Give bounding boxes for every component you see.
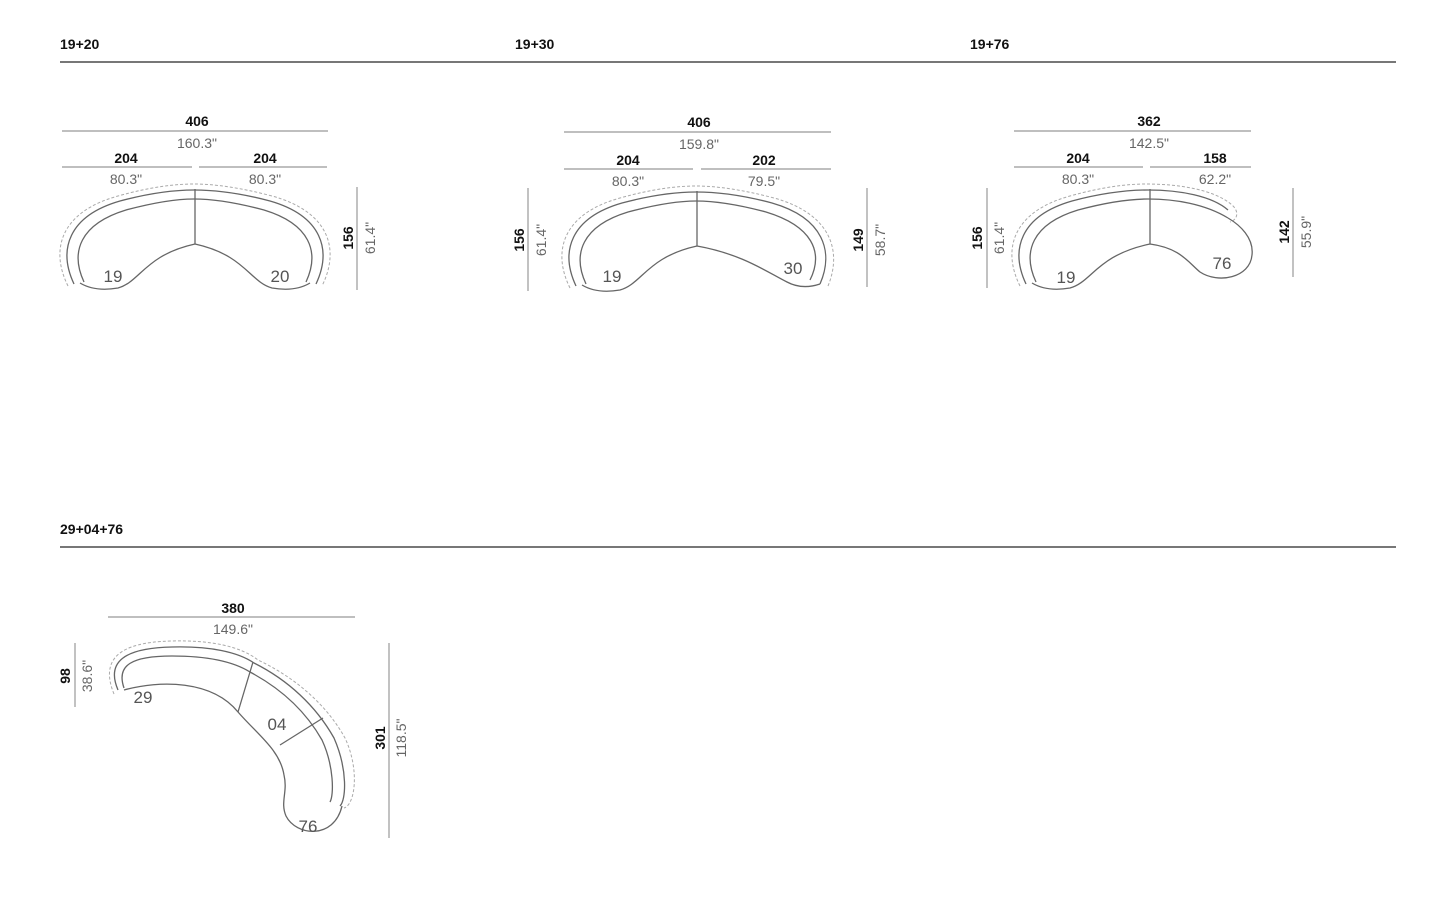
module-label: 19: [1057, 268, 1076, 287]
svg-text:202: 202: [752, 152, 776, 168]
svg-text:204: 204: [114, 150, 138, 166]
svg-text:55.9": 55.9": [1298, 216, 1314, 248]
svg-text:79.5": 79.5": [748, 173, 780, 189]
svg-text:80.3": 80.3": [110, 171, 142, 187]
svg-text:38.6": 38.6": [79, 660, 95, 692]
section-title: 19+20: [60, 36, 100, 52]
svg-text:149.6": 149.6": [213, 621, 253, 637]
svg-text:142: 142: [1276, 220, 1292, 244]
svg-text:406: 406: [185, 113, 209, 129]
diagram-19-20: 406 160.3" 204 80.3" 204 80.3" 19 20 156…: [59, 113, 378, 290]
section-title: 19+30: [515, 36, 555, 52]
svg-text:156: 156: [340, 226, 356, 250]
module-label: 20: [271, 267, 290, 286]
section-title: 19+76: [970, 36, 1010, 52]
module-label: 76: [1213, 254, 1232, 273]
svg-text:142.5": 142.5": [1129, 135, 1169, 151]
module-label: 29: [134, 688, 153, 707]
module-label: 04: [268, 715, 287, 734]
svg-text:62.2": 62.2": [1199, 171, 1231, 187]
diagram-19-76: 362 142.5" 204 80.3" 158 62.2" 19 76 156…: [969, 113, 1314, 290]
svg-text:204: 204: [253, 150, 277, 166]
diagram-29-04-76: 380 149.6" 29 04 76 98 38.6" 301 118.5": [57, 600, 409, 838]
svg-text:98: 98: [57, 668, 73, 684]
svg-text:58.7": 58.7": [872, 224, 888, 256]
svg-text:61.4": 61.4": [362, 222, 378, 254]
svg-text:149: 149: [850, 228, 866, 252]
svg-text:159.8": 159.8": [679, 136, 719, 152]
svg-text:61.4": 61.4": [991, 222, 1007, 254]
section-title: 29+04+76: [60, 521, 123, 537]
svg-text:80.3": 80.3": [249, 171, 281, 187]
svg-text:156: 156: [511, 228, 527, 252]
svg-text:80.3": 80.3": [1062, 171, 1094, 187]
svg-text:118.5": 118.5": [393, 718, 409, 757]
svg-text:160.3": 160.3": [177, 135, 217, 151]
svg-text:380: 380: [221, 600, 245, 616]
svg-text:61.4": 61.4": [533, 224, 549, 256]
module-label: 19: [104, 267, 123, 286]
module-label: 19: [603, 267, 622, 286]
svg-text:362: 362: [1137, 113, 1161, 129]
svg-text:204: 204: [616, 152, 640, 168]
svg-text:204: 204: [1066, 150, 1090, 166]
svg-text:406: 406: [687, 114, 711, 130]
svg-text:301: 301: [372, 726, 388, 750]
diagram-19-30: 406 159.8" 204 80.3" 202 79.5" 19 30 156…: [511, 114, 888, 292]
module-label: 30: [784, 259, 803, 278]
svg-text:80.3": 80.3": [612, 173, 644, 189]
module-label: 76: [299, 817, 318, 836]
svg-text:156: 156: [969, 226, 985, 250]
svg-text:158: 158: [1203, 150, 1227, 166]
